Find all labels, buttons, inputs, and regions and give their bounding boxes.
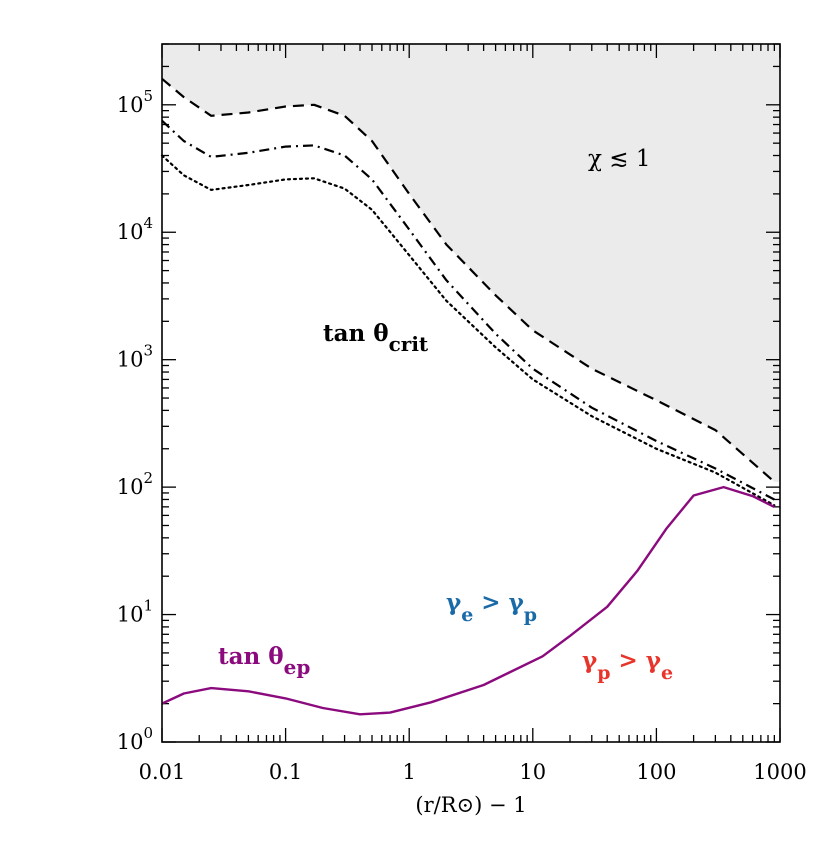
shaded-region-layer bbox=[162, 44, 780, 482]
annotation-ep: tan θep bbox=[218, 643, 310, 679]
y-tick-label: 103 bbox=[117, 342, 153, 372]
annotation-ge-gt-gp: γe > γp bbox=[446, 589, 537, 626]
y-tick-label: 100 bbox=[117, 724, 153, 754]
annotation-gp-gt-ge: γp > γe bbox=[582, 647, 673, 684]
y-tick-label: 101 bbox=[117, 597, 153, 627]
series-layer bbox=[160, 77, 776, 716]
x-axis-title: (r/R⊙) − 1 bbox=[415, 793, 526, 817]
x-tick-labels: 0.01 0.1 1 10 100 1000 bbox=[139, 760, 807, 784]
x-tick-label: 100 bbox=[636, 760, 676, 784]
annotations: χ ≲ 1 tan θcrit tan θep γe > γp γp > γe bbox=[218, 146, 673, 684]
y-tick-label: 104 bbox=[117, 214, 153, 244]
plot-frame bbox=[161, 43, 781, 743]
tick-marks bbox=[161, 43, 781, 743]
x-tick-label: 10 bbox=[519, 760, 546, 784]
y-tick-labels: 100 101 102 103 104 105 bbox=[117, 87, 153, 754]
series-line-solid bbox=[161, 485, 775, 716]
x-tick-label: 0.1 bbox=[269, 760, 302, 784]
y-tick-label: 102 bbox=[117, 469, 153, 499]
x-tick-label: 1000 bbox=[753, 760, 806, 784]
x-tick-label: 1 bbox=[403, 760, 416, 784]
y-tick-label: 105 bbox=[117, 87, 153, 117]
series-line-dashed bbox=[161, 77, 776, 483]
x-tick-label: 0.01 bbox=[139, 760, 186, 784]
shaded-region bbox=[162, 44, 780, 482]
annotation-chi: χ ≲ 1 bbox=[588, 146, 650, 172]
annotation-crit: tan θcrit bbox=[323, 320, 429, 356]
series-line-dotted bbox=[160, 154, 776, 507]
series-line-dashdot bbox=[161, 119, 775, 501]
